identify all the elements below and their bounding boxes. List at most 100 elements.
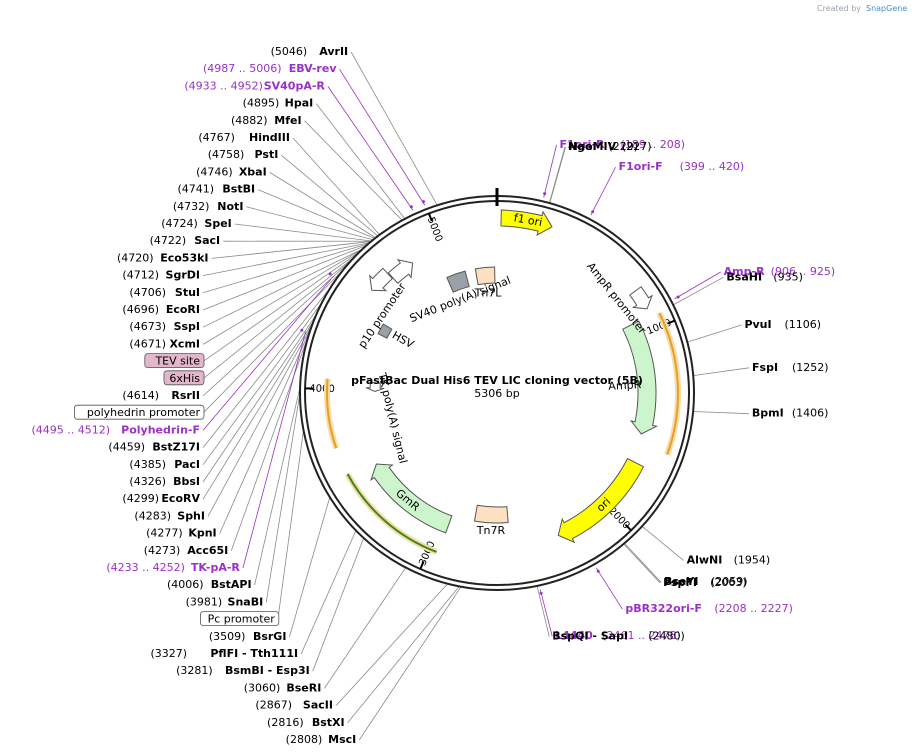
- feature-tn7r[interactable]: [473, 504, 509, 524]
- site-label[interactable]: BstXI(2816): [267, 716, 345, 729]
- feature-ampr-promoter[interactable]: [629, 286, 653, 310]
- site-name: MfeI: [274, 114, 301, 127]
- site-label[interactable]: EcoRV(4299): [122, 492, 200, 505]
- site-label[interactable]: SnaBI(3981): [186, 595, 264, 608]
- feature-sv40-poly-a-signal[interactable]: [387, 259, 414, 284]
- site-connector: [219, 324, 313, 534]
- feature-hsv[interactable]: [377, 323, 393, 339]
- site-label[interactable]: SgrDI(4712): [122, 269, 200, 282]
- site-name: SnaBI: [228, 595, 264, 608]
- feature-tag-box: [74, 404, 205, 420]
- site-label[interactable]: KpnI(4277): [146, 527, 217, 540]
- feature-ampr[interactable]: [622, 320, 659, 435]
- site-connector: [674, 271, 721, 300]
- site-label[interactable]: AvrII(5046): [271, 45, 349, 58]
- site-label[interactable]: F1ori-R(189 .. 208): [560, 138, 686, 151]
- site-label[interactable]: Polyhedrin-F(4495 .. 4512): [31, 423, 200, 436]
- site-label[interactable]: BspQI - SapI(2480): [552, 630, 685, 643]
- site-label[interactable]: EBV-rev(4987 .. 5006): [203, 62, 337, 75]
- site-position: (4495 .. 4512): [31, 423, 110, 436]
- site-position: (4712): [122, 269, 159, 282]
- primer-mark: [596, 569, 600, 573]
- site-label[interactable]: Amp-R(906 .. 925): [724, 265, 836, 278]
- site-label[interactable]: BpmI(1406): [752, 407, 829, 420]
- site-position: (2816): [267, 716, 304, 729]
- site-label[interactable]: AlwNI(1954): [687, 553, 771, 566]
- site-label[interactable]: SphI(4283): [134, 509, 205, 522]
- site-label[interactable]: HpaI(4895): [243, 97, 314, 110]
- site-position: (4273): [144, 544, 181, 557]
- site-label[interactable]: PvuI(1106): [744, 318, 821, 331]
- site-label[interactable]: BseYI(2059): [664, 575, 748, 588]
- feature-tk-poly-a-signal[interactable]: [365, 381, 385, 393]
- site-label[interactable]: SV40pA-R(4933 .. 4952): [184, 79, 325, 92]
- site-labels[interactable]: AvrII(5046) EBV-rev(4987 .. 5006) SV40pA-R…: [31, 45, 835, 746]
- site-label[interactable]: SspI(4673): [129, 320, 200, 333]
- site-label[interactable]: Acc65I(4273): [144, 544, 229, 557]
- site-label[interactable]: MscI(2808): [286, 733, 357, 746]
- site-connector: [358, 586, 462, 741]
- site-label[interactable]: FspI(1252): [752, 361, 829, 374]
- feature-f1-ori[interactable]: [500, 209, 553, 237]
- site-label[interactable]: L4440(2461 .. 2478): [555, 629, 681, 642]
- site-name: BstZ17I: [152, 441, 200, 454]
- site-label[interactable]: NaeI(229): [569, 140, 639, 153]
- primer-mark: [409, 205, 413, 209]
- feature-tn7l[interactable]: [474, 266, 496, 286]
- site-label[interactable]: pBR322ori-F(2208 .. 2227): [625, 602, 793, 615]
- site-label[interactable]: NgoMIV(227): [568, 140, 652, 153]
- site-connector: [202, 251, 360, 362]
- site-label[interactable]: Eco53kI(4720): [117, 251, 209, 264]
- site-label[interactable]: BbsI(4326): [129, 475, 200, 488]
- site-name: BsaHI: [726, 270, 762, 283]
- site-position: (189 .. 208): [621, 138, 686, 151]
- site-position: (3509): [209, 630, 246, 643]
- site-label[interactable]: EcoRI(4696): [122, 303, 200, 316]
- site-label[interactable]: TK-pA-R(4233 .. 4252): [106, 561, 240, 574]
- site-label[interactable]: HindIII(4767): [198, 131, 290, 144]
- site-label[interactable]: 6xHis: [163, 370, 205, 386]
- site-connector: [549, 147, 566, 204]
- site-position: (4459): [108, 441, 145, 454]
- site-label[interactable]: PacI(4385): [129, 458, 200, 471]
- site-label[interactable]: MfeI(4882): [231, 114, 302, 127]
- site-name: BpmI: [752, 407, 784, 420]
- site-label[interactable]: PspFI(2063): [663, 576, 747, 589]
- site-label[interactable]: SpeI(4724): [161, 217, 232, 230]
- site-connector: [202, 242, 370, 276]
- site-connector: [281, 154, 379, 237]
- site-label[interactable]: BseRI(3060): [244, 681, 322, 694]
- feature-box2[interactable]: [446, 270, 470, 293]
- feature-gmr[interactable]: [370, 463, 453, 534]
- site-label[interactable]: XbaI(4746): [196, 165, 267, 178]
- site-connector: [265, 392, 301, 603]
- site-name: L4440: [555, 629, 593, 642]
- feature-ori[interactable]: [557, 457, 645, 544]
- site-label[interactable]: RsrII(4614): [122, 389, 200, 402]
- site-label[interactable]: XcmI(4671): [129, 337, 200, 350]
- site-label[interactable]: SacII(2867): [255, 699, 333, 712]
- site-connector: [277, 429, 304, 620]
- site-label[interactable]: StuI(4706): [129, 286, 200, 299]
- site-label[interactable]: BsmBI - Esp3I(3281): [176, 664, 310, 677]
- site-label[interactable]: PstI(4758): [208, 148, 279, 161]
- site-position: (4732): [173, 200, 210, 213]
- site-label[interactable]: F1ori-F(399 .. 420): [619, 160, 745, 173]
- site-label[interactable]: BstZ17I (4459): [108, 441, 200, 454]
- site-label[interactable]: polyhedrin promoter: [74, 404, 205, 420]
- site-label[interactable]: BsaHI(935): [726, 270, 803, 283]
- site-label[interactable]: NotI(4732): [173, 200, 244, 213]
- site-label[interactable]: TEV site: [144, 353, 205, 369]
- site-label[interactable]: SacI(4722): [150, 234, 221, 247]
- site-connector: [536, 585, 550, 637]
- feature-p10-promoter[interactable]: [369, 267, 394, 292]
- site-name: BsmBI - Esp3I: [225, 664, 310, 677]
- site-label[interactable]: BstBI(4741): [177, 183, 255, 196]
- site-connector: [202, 286, 332, 448]
- site-label[interactable]: BsrGI(3509): [209, 630, 287, 643]
- feature-tag-box: [144, 353, 205, 369]
- site-label[interactable]: BstAPI(4006): [167, 578, 252, 591]
- site-label[interactable]: Pc promoter: [200, 611, 280, 626]
- site-position: (4006): [167, 578, 204, 591]
- site-label[interactable]: PflFI - Tth111I(3327): [151, 647, 299, 660]
